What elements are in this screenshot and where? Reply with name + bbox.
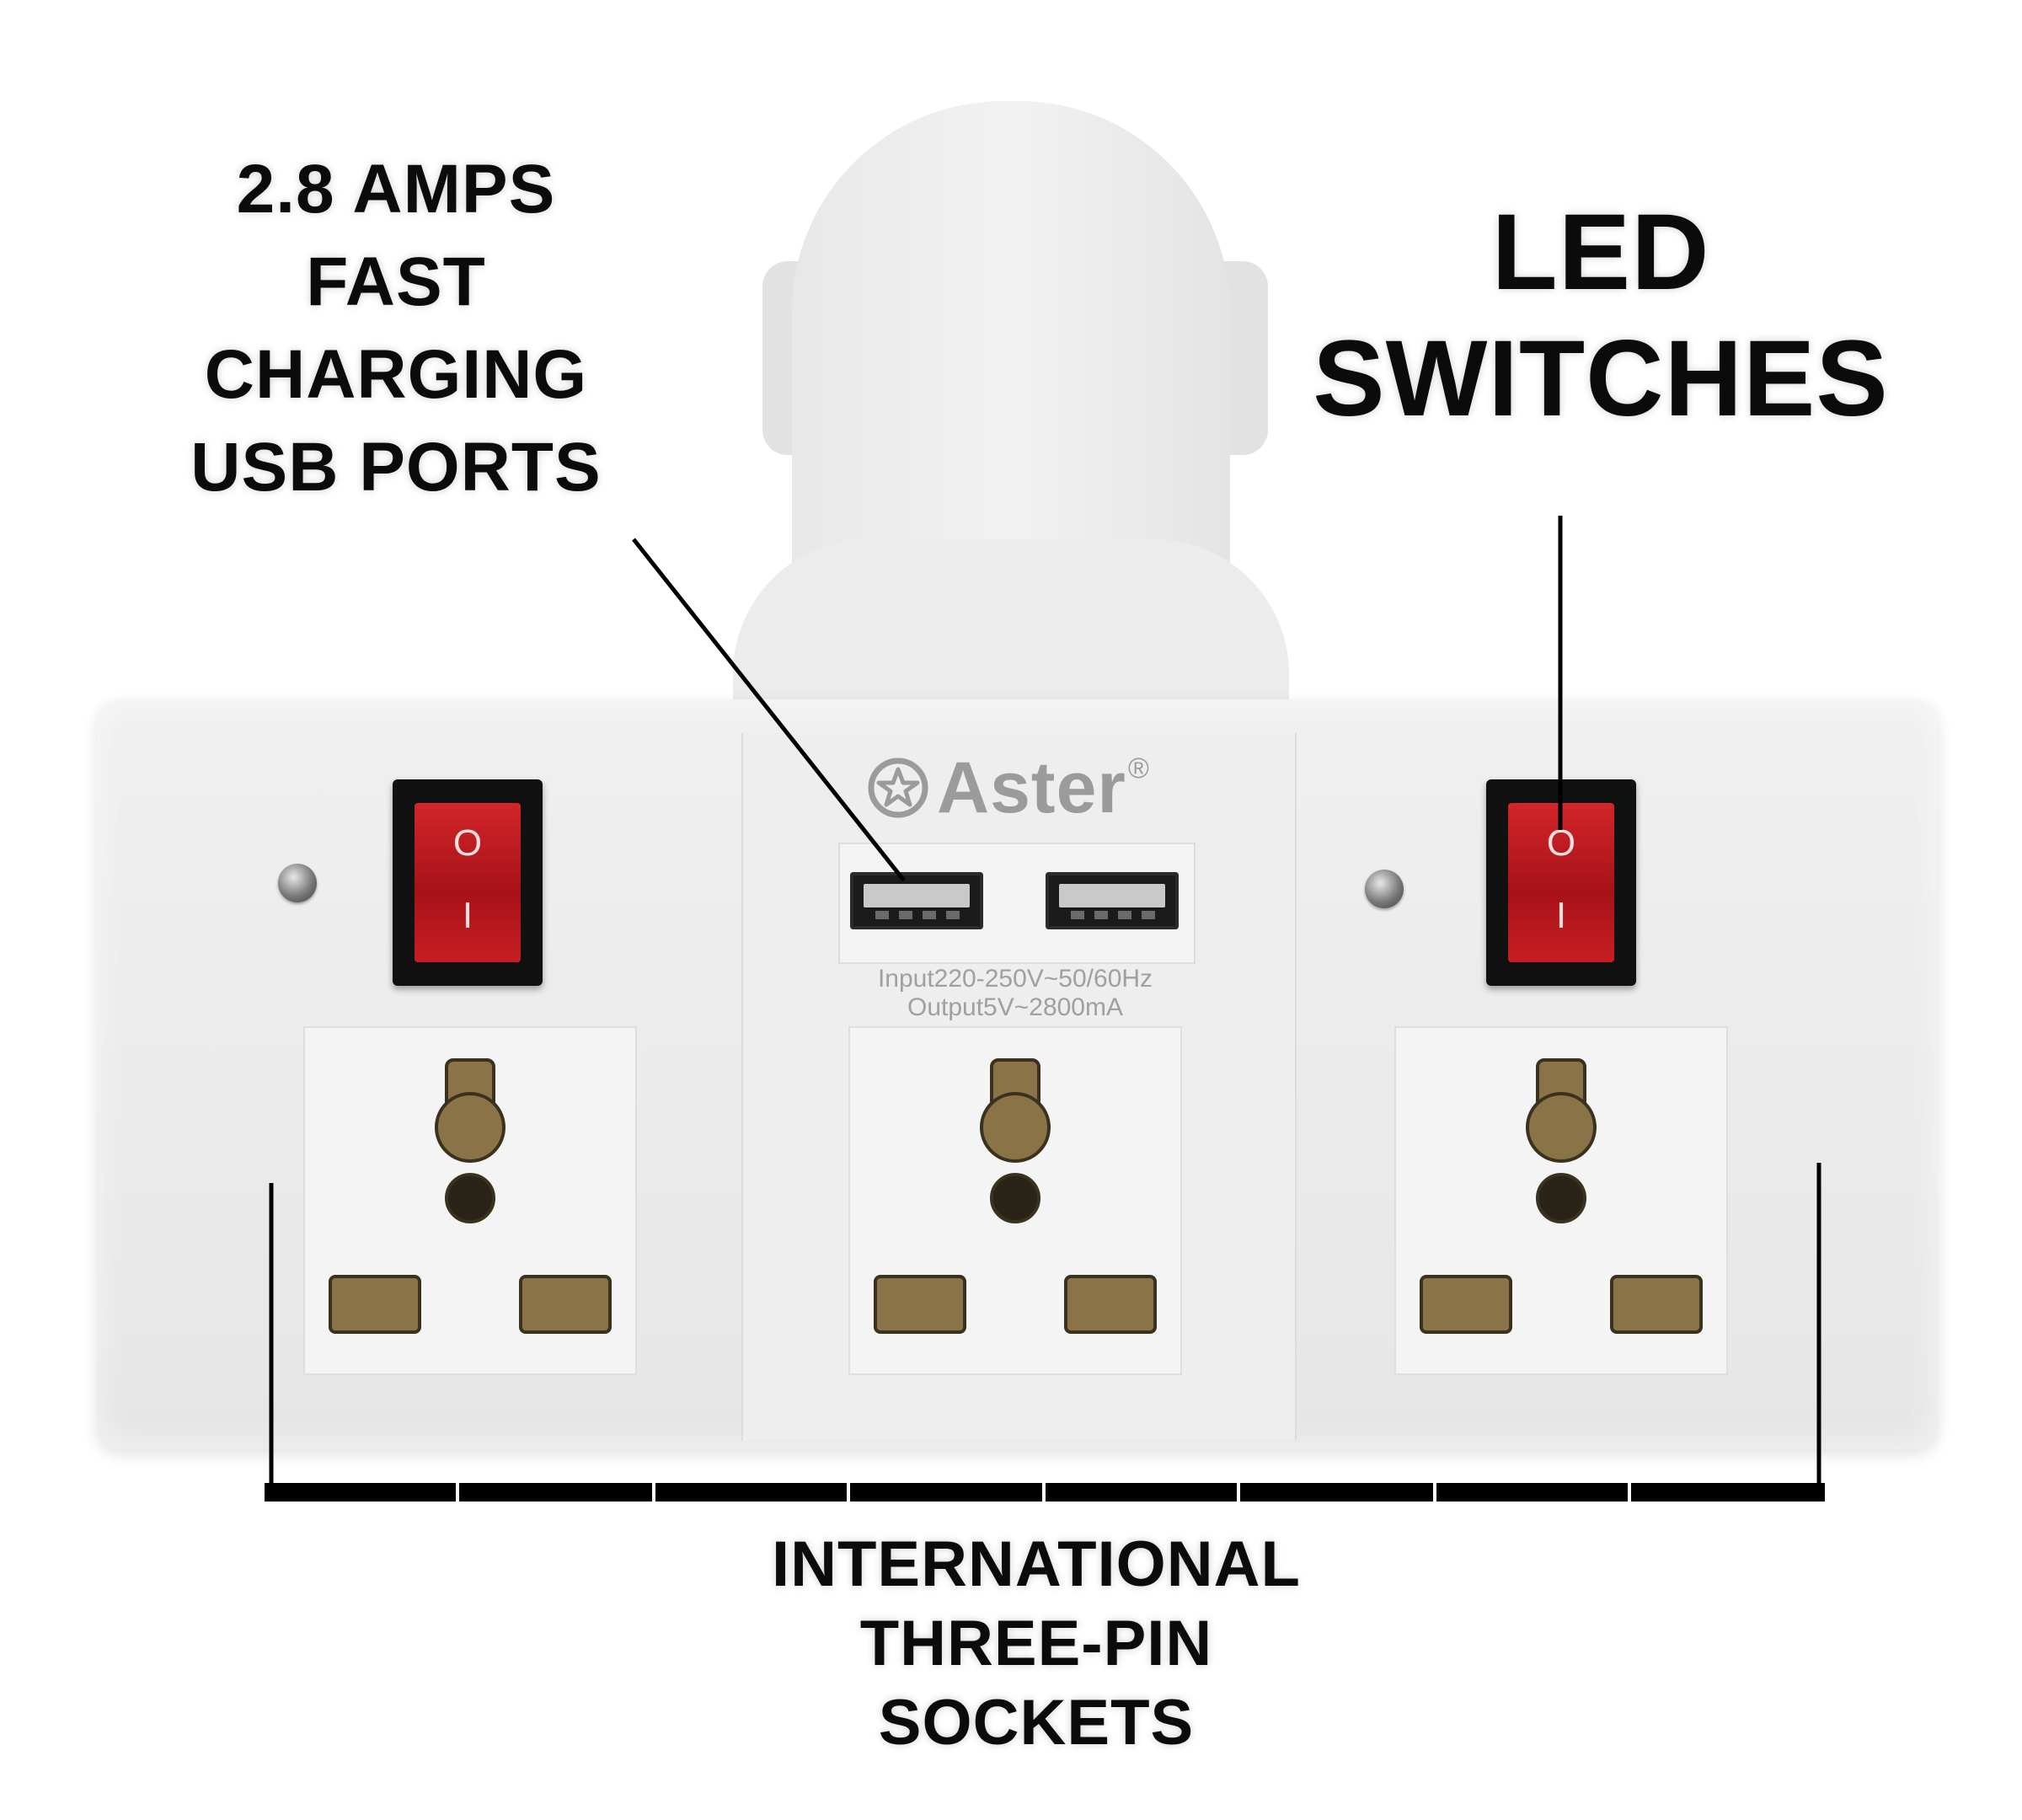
led-indicator-right <box>1365 870 1404 908</box>
socket-callout-line-2: THREE-PIN <box>859 1608 1213 1679</box>
earth-pin-hole <box>445 1173 495 1223</box>
socket-openings <box>874 1058 1157 1334</box>
three-pin-socket-center[interactable] <box>848 1026 1182 1375</box>
registered-mark: ® <box>1127 752 1149 784</box>
usb-port-1[interactable] <box>850 872 983 929</box>
rocker-face: O I <box>1508 803 1614 962</box>
socket-bracket-dividers <box>456 1483 1631 1502</box>
live-slot <box>1420 1275 1512 1334</box>
input-rating: Input220-250V~50/60Hz <box>877 965 1153 993</box>
three-pin-socket-right[interactable] <box>1394 1026 1728 1375</box>
socket-callout-line-3: SOCKETS <box>878 1687 1195 1758</box>
led-callout-line-2: SWITCHES <box>1313 318 1889 439</box>
rocker-switch-right[interactable]: O I <box>1486 779 1636 986</box>
earth-round-hole <box>980 1092 1051 1163</box>
three-pin-socket-left[interactable] <box>303 1026 637 1375</box>
neutral-slot <box>1064 1275 1157 1334</box>
earth-pin-hole <box>990 1173 1040 1223</box>
star-in-circle-icon <box>868 757 928 818</box>
usb-callout-line-2: FAST <box>306 244 486 320</box>
live-slot <box>874 1275 966 1334</box>
usb-callout-line-1: 2.8 AMPS <box>236 151 556 228</box>
switch-off-glyph: O <box>452 822 483 864</box>
usb-port-2[interactable] <box>1046 872 1179 929</box>
rocker-face: O I <box>415 803 521 962</box>
led-indicator-left <box>278 864 317 902</box>
usb-callout-line-3: CHARGING <box>204 336 588 413</box>
socket-callout-label: INTERNATIONAL THREE-PIN SOCKETS <box>725 1525 1348 1763</box>
neutral-slot <box>519 1275 612 1334</box>
switch-off-glyph: O <box>1546 822 1576 864</box>
live-slot <box>329 1275 421 1334</box>
neutral-slot <box>1610 1275 1703 1334</box>
socket-bracket-bar <box>265 1483 1825 1502</box>
switch-on-glyph: I <box>462 895 473 936</box>
power-rating-text: Input220-250V~50/60Hz Output5V~2800mA <box>817 965 1213 1022</box>
usb-callout-line-4: USB PORTS <box>190 429 602 506</box>
usb-callout-label: 2.8 AMPS FAST CHARGING USB PORTS <box>152 143 640 514</box>
brand-logo: Aster ® <box>868 746 1149 830</box>
earth-pin-hole <box>1536 1173 1586 1223</box>
socket-openings <box>1420 1058 1703 1334</box>
socket-openings <box>329 1058 612 1334</box>
switch-on-glyph: I <box>1555 895 1567 936</box>
output-rating: Output5V~2800mA <box>907 993 1123 1021</box>
led-callout-line-1: LED <box>1491 192 1710 313</box>
earth-round-hole <box>435 1092 506 1163</box>
rocker-switch-left[interactable]: O I <box>393 779 543 986</box>
brand-name: Aster <box>937 747 1126 828</box>
earth-round-hole <box>1526 1092 1597 1163</box>
led-callout-label: LED SWITCHES <box>1297 190 1904 442</box>
usb-port-panel <box>838 843 1196 964</box>
socket-callout-line-1: INTERNATIONAL <box>772 1528 1301 1600</box>
